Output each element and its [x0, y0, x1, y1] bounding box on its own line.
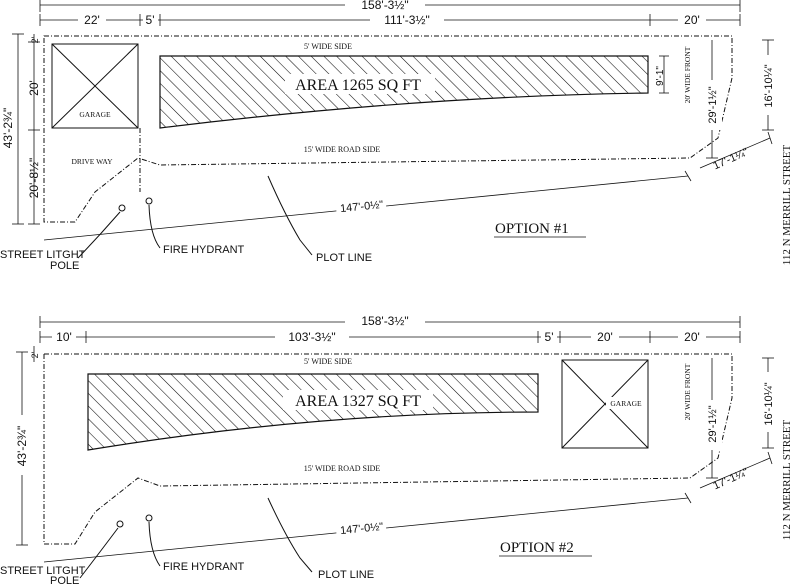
dim-20-mid: 20'	[597, 330, 613, 344]
dim-5-2: 5'	[545, 330, 554, 344]
dim-29: 29'-1½"	[707, 86, 719, 123]
area-label-2: AREA 1327 SQ FT	[295, 393, 421, 410]
dim-43-2: 43'-2¾"	[15, 426, 29, 467]
left-dimensions-2: 43'-2¾" 2'	[10, 346, 40, 546]
segment-dimensions: 22' 5' 111'-3½" 20'	[39, 13, 741, 27]
dim-22: 22'	[84, 13, 100, 27]
dim-2-top-2: 2'	[30, 351, 40, 358]
plot-line-label-2: PLOT LINE	[318, 569, 374, 581]
garage-label-2: GARAGE	[610, 399, 642, 408]
dim-16: 16'-10¼"	[763, 64, 775, 107]
dim-16-2: 16'-10¼"	[763, 382, 775, 425]
building-area-2	[87, 373, 539, 451]
segment-dimensions-2: 10' 103'-3½" 5' 20' 20'	[39, 330, 741, 344]
dim-17: 17'-1¼"	[711, 146, 750, 172]
fire-hydrant-label-2: FIRE HYDRANT	[163, 561, 245, 573]
side-5-label: 5' WIDE SIDE	[304, 42, 352, 51]
overall-width-dimension: 158'-3½"	[39, 0, 741, 12]
dim-20-right-2: 20'	[684, 330, 700, 344]
dim-17-2: 17'-1¼"	[711, 466, 750, 492]
front-20-label-2: 20' WIDE FRONT	[683, 363, 692, 420]
driveway-label: DRIVE WAY	[71, 157, 113, 166]
dim-10: 10'	[56, 330, 72, 344]
street-light-label-2: POLE	[50, 260, 79, 272]
garage-label: GARAGE	[79, 110, 111, 119]
dim-43: 43'-2¾"	[1, 108, 15, 149]
street-name-label: 112 N MERRILL STREET	[781, 144, 793, 265]
dim-5: 5'	[146, 13, 155, 27]
fire-hydrant-label: FIRE HYDRANT	[163, 244, 245, 256]
left-dimensions: 43'-2¾" 2' 20' 20'-8½"	[1, 33, 41, 225]
street-light-label-1: STREET LITGHT	[0, 249, 86, 261]
street-light-pole-icon-2	[116, 520, 124, 528]
road-side-label-2: 15' WIDE ROAD SIDE	[304, 464, 381, 473]
fire-hydrant-icon	[145, 197, 153, 205]
street-light-label-2-2: POLE	[50, 575, 79, 584]
garage-box: GARAGE	[51, 43, 139, 129]
dim-20-left: 20'	[27, 80, 41, 96]
lot-boundary-2	[43, 353, 733, 545]
dim-20-right: 20'	[684, 13, 700, 27]
option-2-plan: 158'-3½" 10' 103'-3½" 5' 20' 20'	[0, 314, 793, 584]
side-5-label-2: 5' WIDE SIDE	[304, 357, 352, 366]
fire-hydrant-icon-2	[145, 514, 153, 522]
dim-147: 147'-0½"	[340, 199, 384, 215]
dim-111: 111'-3½"	[384, 13, 429, 27]
dim-2-top: 2'	[30, 36, 40, 43]
street-name-label-2: 112 N MERRILL STREET	[781, 419, 793, 540]
option-2-label: OPTION #2	[500, 540, 574, 556]
street-light-label-1-2: STREET LITGHT	[0, 565, 86, 577]
dim-103: 103'-3½"	[288, 330, 335, 344]
street-light-pole-icon	[118, 204, 126, 212]
overall-width-label: 158'-3½"	[361, 0, 408, 12]
overall-width-dimension-2: 158'-3½"	[39, 314, 741, 328]
front-20-label: 20' WIDE FRONT	[683, 46, 692, 103]
dim-20-8: 20'-8½"	[27, 158, 41, 199]
garage-box-2: GARAGE	[561, 359, 649, 449]
dim-9: 9'-1"	[655, 66, 666, 86]
road-side-label: 15' WIDE ROAD SIDE	[304, 145, 381, 154]
lot-boundary	[43, 35, 733, 223]
overall-width-label-2: 158'-3½"	[361, 314, 408, 328]
area-label: AREA 1265 SQ FT	[295, 77, 421, 94]
dim-147-2: 147'-0½"	[340, 521, 384, 537]
dim-29-2: 29'-1½"	[707, 405, 719, 442]
plot-line-label: PLOT LINE	[316, 252, 372, 264]
option-1-label: OPTION #1	[495, 221, 569, 237]
option-1-plan: 158'-3½" 22' 5' 111'-3½" 20' 43'-2¾"	[0, 0, 793, 272]
